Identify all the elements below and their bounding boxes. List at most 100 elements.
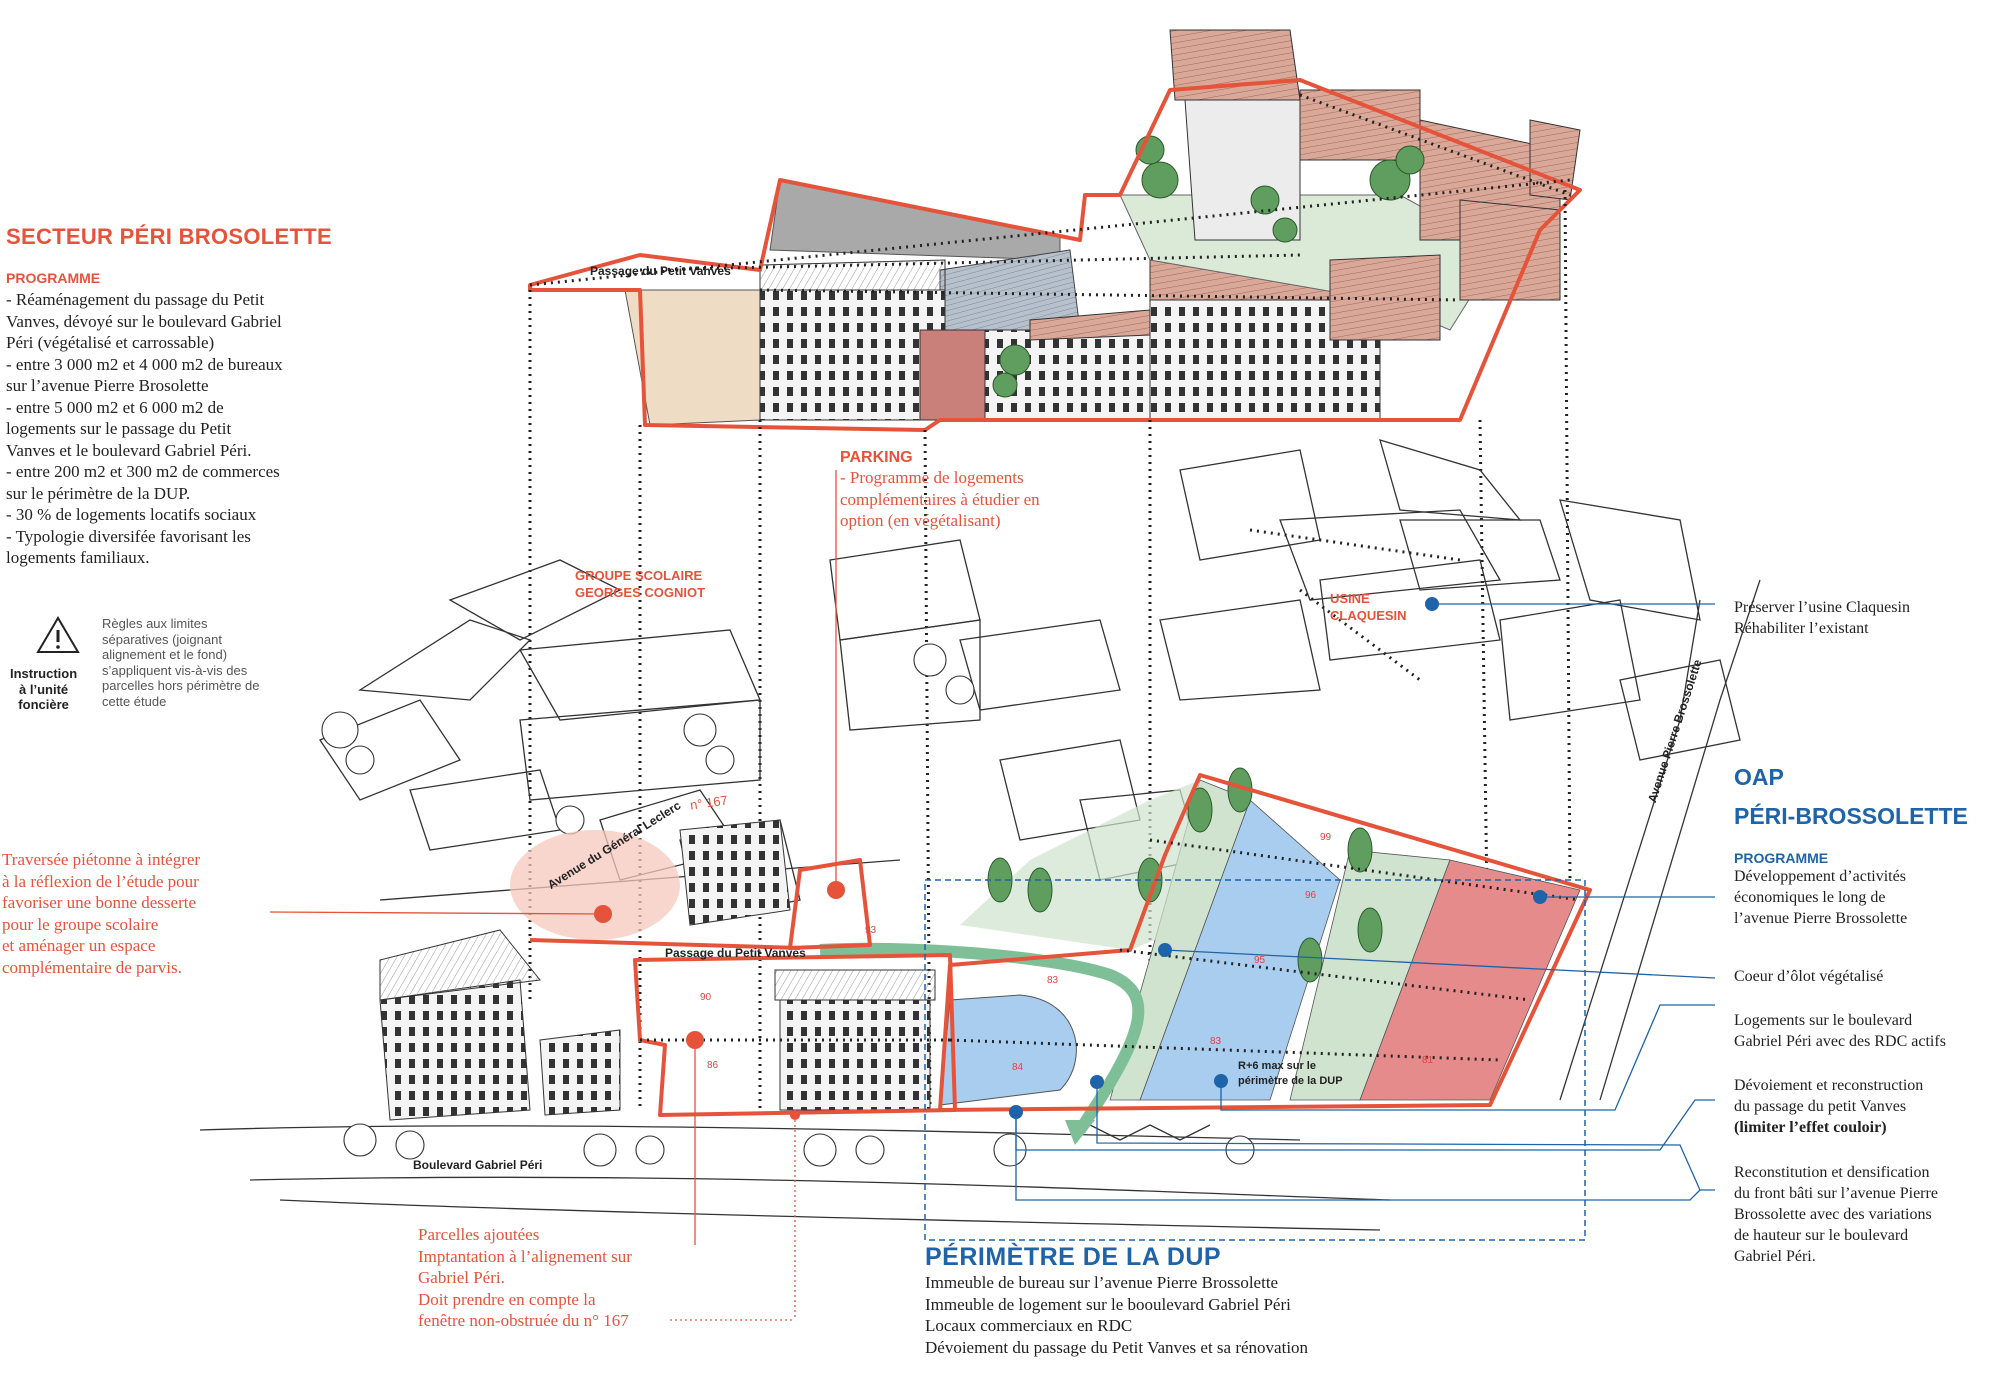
legend-line: Réhabiliter l’existant [1734,620,1869,637]
dup-title: PÉRIMÈTRE DE LA DUP [925,1243,1222,1271]
oap-title-2: PÉRI-BROSSOLETTE [1734,803,1968,829]
parcelles-line: Gabriel Péri. [418,1268,505,1287]
dup-line: Immeuble de bureau sur l’avenue Pierre B… [925,1273,1279,1292]
legend-line: Brossolette avec des variations [1734,1206,1932,1223]
boulevard-label: Boulevard Gabriel Péri [413,1158,543,1172]
dup-line: Immeuble de logement sur le booulevard G… [925,1294,1291,1314]
oap-line: économiques le long de [1734,889,1886,906]
dup-dashed-frame [924,879,1586,1241]
instruction-text-line: cette étude [102,693,167,709]
secteur-title: SECTEUR PÉRI BROSOLETTE [6,224,332,249]
oap-line: Développement d’activités [1734,868,1906,885]
parcel-81: 81 [1422,1055,1434,1066]
parcelles-line: Doit prendre en compte la [418,1289,596,1309]
oap-title-1: OAP [1734,764,1784,790]
secteur-programme-line: sur le périmètre de la DUP. [6,483,191,503]
secteur-programme-line: Vanves, dévoyé sur le boulevard Gabriel [6,311,282,331]
legend-item-reconstitution: Reconstitution et densification du front… [1734,1162,1938,1267]
groupe-scolaire-label: GROUPE SCOLAIRE GEORGES COGNIOT [575,567,705,601]
legend-line: de hauteur sur le boulevard [1734,1227,1909,1244]
traversee-line: complémentaire de parvis. [2,957,182,977]
parcelles-note: Parcelles ajoutées Imptantation à l’alig… [418,1224,632,1332]
parcelles-line: fenêtre non-obstruée du n° 167 [418,1311,629,1330]
traversee-line: pour le groupe scolaire [2,914,159,934]
secteur-programme-line: - entre 200 m2 et 300 m2 de commerces [6,462,280,481]
legend-line: Logements sur le boulevard [1734,1012,1913,1029]
secteur-programme-line: - Typologie diversifée favorisant les [6,526,251,546]
pedestrian-crossing-zone [510,830,680,940]
usine-label: USINE CLAQUESIN [1330,590,1407,624]
secteur-programme-line: logements familiaux. [6,548,150,567]
legend-item-usine: Préserver l’usine Claquesin Réhabiliter … [1734,597,1910,639]
legend-line: Gabriel Péri. [1734,1248,1816,1265]
r6-label-1: R+6 max sur le [1238,1060,1316,1072]
legend-line: Reconstitution et densification [1734,1164,1930,1181]
secteur-programme-line: Péri (végétalisé et carrossable) [6,333,215,352]
secteur-panel: SECTEUR PÉRI BROSOLETTE PROGRAMME - Réam… [6,224,332,569]
legend-dots [1009,597,1547,1119]
red-dots [594,881,845,1120]
legend-item-logements: Logements sur le boulevard Gabriel Péri … [1734,1010,1946,1052]
instruction-label: Instruction à l’unité foncière [10,666,77,713]
instruction-text: Règles aux limites séparatives (joignant… [102,616,260,709]
parcel-99: 99 [1320,832,1332,843]
oap-panel: OAP PÉRI-BROSSOLETTE PROGRAMME Développe… [1734,764,1968,929]
lower-facades [379,819,936,1121]
parcel-84: 84 [1012,1062,1024,1073]
parking-line: complémentaires à étudier en [840,489,1040,509]
parcelles-line: Imptantation à l’alignement sur [418,1246,632,1266]
legend-line: Dévoiement et reconstruction [1734,1077,1924,1094]
passage-deviation-arrow [819,942,1145,1134]
passage-top-label: Passage du Petit Vanves [590,264,731,278]
parcel-83a: 83 [1210,1036,1222,1047]
warning-icon [36,616,80,653]
secteur-programme-line: - entre 3 000 m2 et 4 000 m2 de bureaux [6,354,283,374]
instruction-text-line: séparatives (joignant [102,631,222,647]
parcel-83b: 83 [1047,975,1059,986]
secteur-programme-line: - Réaménagement du passage du Petit [6,290,265,309]
instruction-text-line: s’appliquent vis-à-vis des [102,662,248,678]
secteur-programme-line: sur l’avenue Pierre Brosolette [6,376,209,395]
dup-line: Dévoiement du passage du Petit Vanves et… [925,1337,1309,1357]
legend-line: du front bâti sur l’avenue Pierre [1734,1185,1938,1202]
instruction-label-line: Instruction [10,666,78,681]
legend-line-bold: (limiter l’effet couloir) [1734,1119,1887,1136]
arrow-head [1065,1120,1095,1145]
parcel-86: 86 [707,1060,719,1071]
secteur-programme-line: - entre 5 000 m2 et 6 000 m2 de [6,397,224,417]
instruction-label-line: foncière [18,697,69,712]
oap-programme-label: PROGRAMME [1734,850,1829,866]
groupe-scolaire-line: GROUPE SCOLAIRE [575,568,703,583]
traversee-line: et aménager un espace [2,936,156,955]
r6-label-2: périmètre de la DUP [1238,1075,1343,1087]
dup-line: Locaux commerciaux en RDC [925,1316,1133,1335]
usine-line: CLAQUESIN [1330,608,1407,623]
oap-line: l’avenue Pierre Brossolette [1734,910,1908,927]
traversee-note: Traversée piétonne à intégrer à la réfle… [2,849,200,978]
instruction-label-line: à l’unité [19,681,69,697]
dup-panel: PÉRIMÈTRE DE LA DUP Immeuble de bureau s… [925,1243,1308,1358]
top-volume [528,29,1582,432]
legend-line: Préserver l’usine Claquesin [1734,599,1910,616]
legend-line: du passage du petit Vanves [1734,1098,1907,1115]
usine-line: USINE [1330,591,1370,606]
secteur-programme-line: - 30 % de logements locatifs sociaux [6,505,257,524]
parcel-93: 93 [865,925,877,936]
secteur-programme-line: Vanves et le boulevard Gabriel Péri. [6,440,252,460]
program-zones [939,767,1581,1106]
secteur-programme-line: logements sur le passage du Petit [6,419,232,438]
legend-leader-lines [1015,603,1716,1201]
parcel-90: 90 [700,992,712,1003]
parking-line: - Programme de logements [840,468,1024,487]
traversee-line: à la réflexion de l’étude pour [2,871,199,891]
instruction-text-line: parcelles hors périmètre de [102,678,260,693]
parcelles-line: Parcelles ajoutées [418,1225,540,1244]
instruction-text-line: Règles aux limites [102,616,208,631]
instruction-text-line: alignement et le fond) [102,647,228,662]
traversee-line: favoriser une bonne desserte [2,893,197,912]
parcel-96: 96 [1305,890,1317,901]
red-leaders [269,470,837,1321]
lower-dotted-grid [640,528,1581,1062]
